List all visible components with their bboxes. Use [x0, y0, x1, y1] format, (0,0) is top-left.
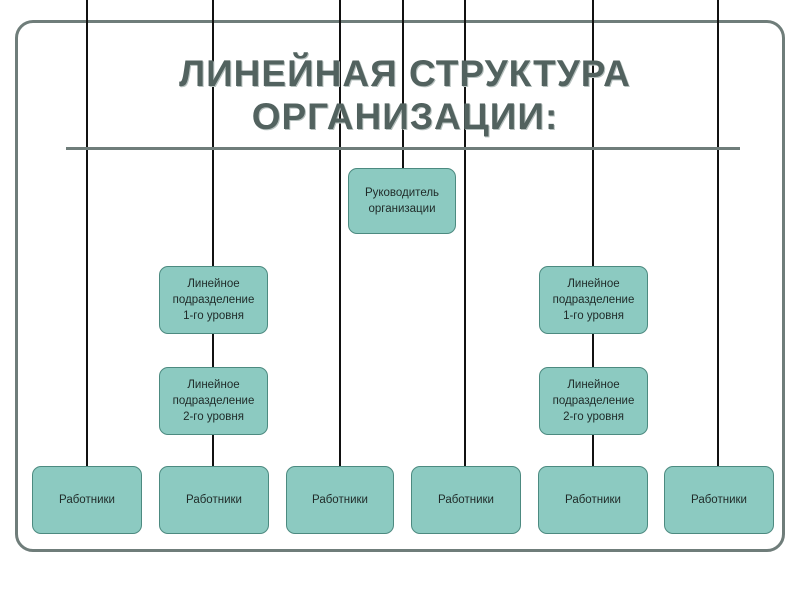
connector-line-2: [212, 0, 214, 270]
workers-label-1: Работники: [59, 494, 115, 506]
connector-line-6: [402, 0, 404, 170]
workers-box-3: Работники: [286, 466, 394, 534]
workers-box-1: Работники: [32, 466, 142, 534]
title-underline: [66, 147, 740, 150]
connector-line-5: [339, 0, 341, 470]
connector-line-4: [212, 433, 214, 470]
workers-label-5: Работники: [565, 494, 621, 506]
workers-box-6: Работники: [664, 466, 774, 534]
right-level1-box: Линейное подразделение 1-го уровня: [539, 266, 648, 334]
workers-box-4: Работники: [411, 466, 521, 534]
connector-line-10: [592, 433, 594, 470]
workers-box-5: Работники: [538, 466, 648, 534]
title-line-1: ЛИНЕЙНАЯ СТРУКТУРА: [179, 53, 631, 94]
connector-line-3: [212, 333, 214, 370]
head-box: Руководитель организации: [348, 168, 456, 234]
title-line-2: ОРГАНИЗАЦИИ:: [251, 96, 559, 137]
left-level2-box: Линейное подразделение 2-го уровня: [159, 367, 268, 435]
workers-label-6: Работники: [691, 494, 747, 506]
slide-frame: [15, 20, 785, 552]
connector-line-7: [464, 0, 466, 470]
connector-line-9: [592, 333, 594, 370]
slide-title: ЛИНЕЙНАЯ СТРУКТУРА ОРГАНИЗАЦИИ:: [70, 52, 740, 138]
workers-box-2: Работники: [159, 466, 269, 534]
left-level2-label: Линейное подразделение 2-го уровня: [172, 379, 255, 423]
left-level1-box: Линейное подразделение 1-го уровня: [159, 266, 268, 334]
connector-line-1: [86, 0, 88, 470]
left-level1-label: Линейное подразделение 1-го уровня: [172, 278, 255, 322]
right-level1-label: Линейное подразделение 1-го уровня: [552, 278, 635, 322]
head-label: Руководитель организации: [364, 187, 440, 215]
right-level2-box: Линейное подразделение 2-го уровня: [539, 367, 648, 435]
right-level2-label: Линейное подразделение 2-го уровня: [552, 379, 635, 423]
connector-line-8: [592, 0, 594, 270]
connector-line-11: [717, 0, 719, 470]
workers-label-2: Работники: [186, 494, 242, 506]
workers-label-4: Работники: [438, 494, 494, 506]
workers-label-3: Работники: [312, 494, 368, 506]
